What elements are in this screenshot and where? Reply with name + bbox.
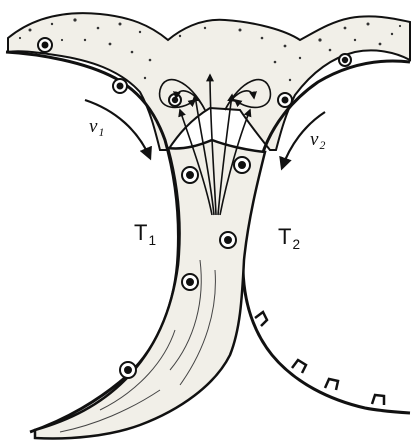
- junction-third-body: [35, 140, 265, 438]
- body-label-t2: T2: [278, 226, 300, 248]
- body-label-t1: T1: [134, 222, 156, 244]
- velocity-label-v2: v2: [310, 130, 325, 149]
- top-debris-layer: [8, 13, 410, 150]
- velocity-label-v1: v1: [89, 117, 104, 136]
